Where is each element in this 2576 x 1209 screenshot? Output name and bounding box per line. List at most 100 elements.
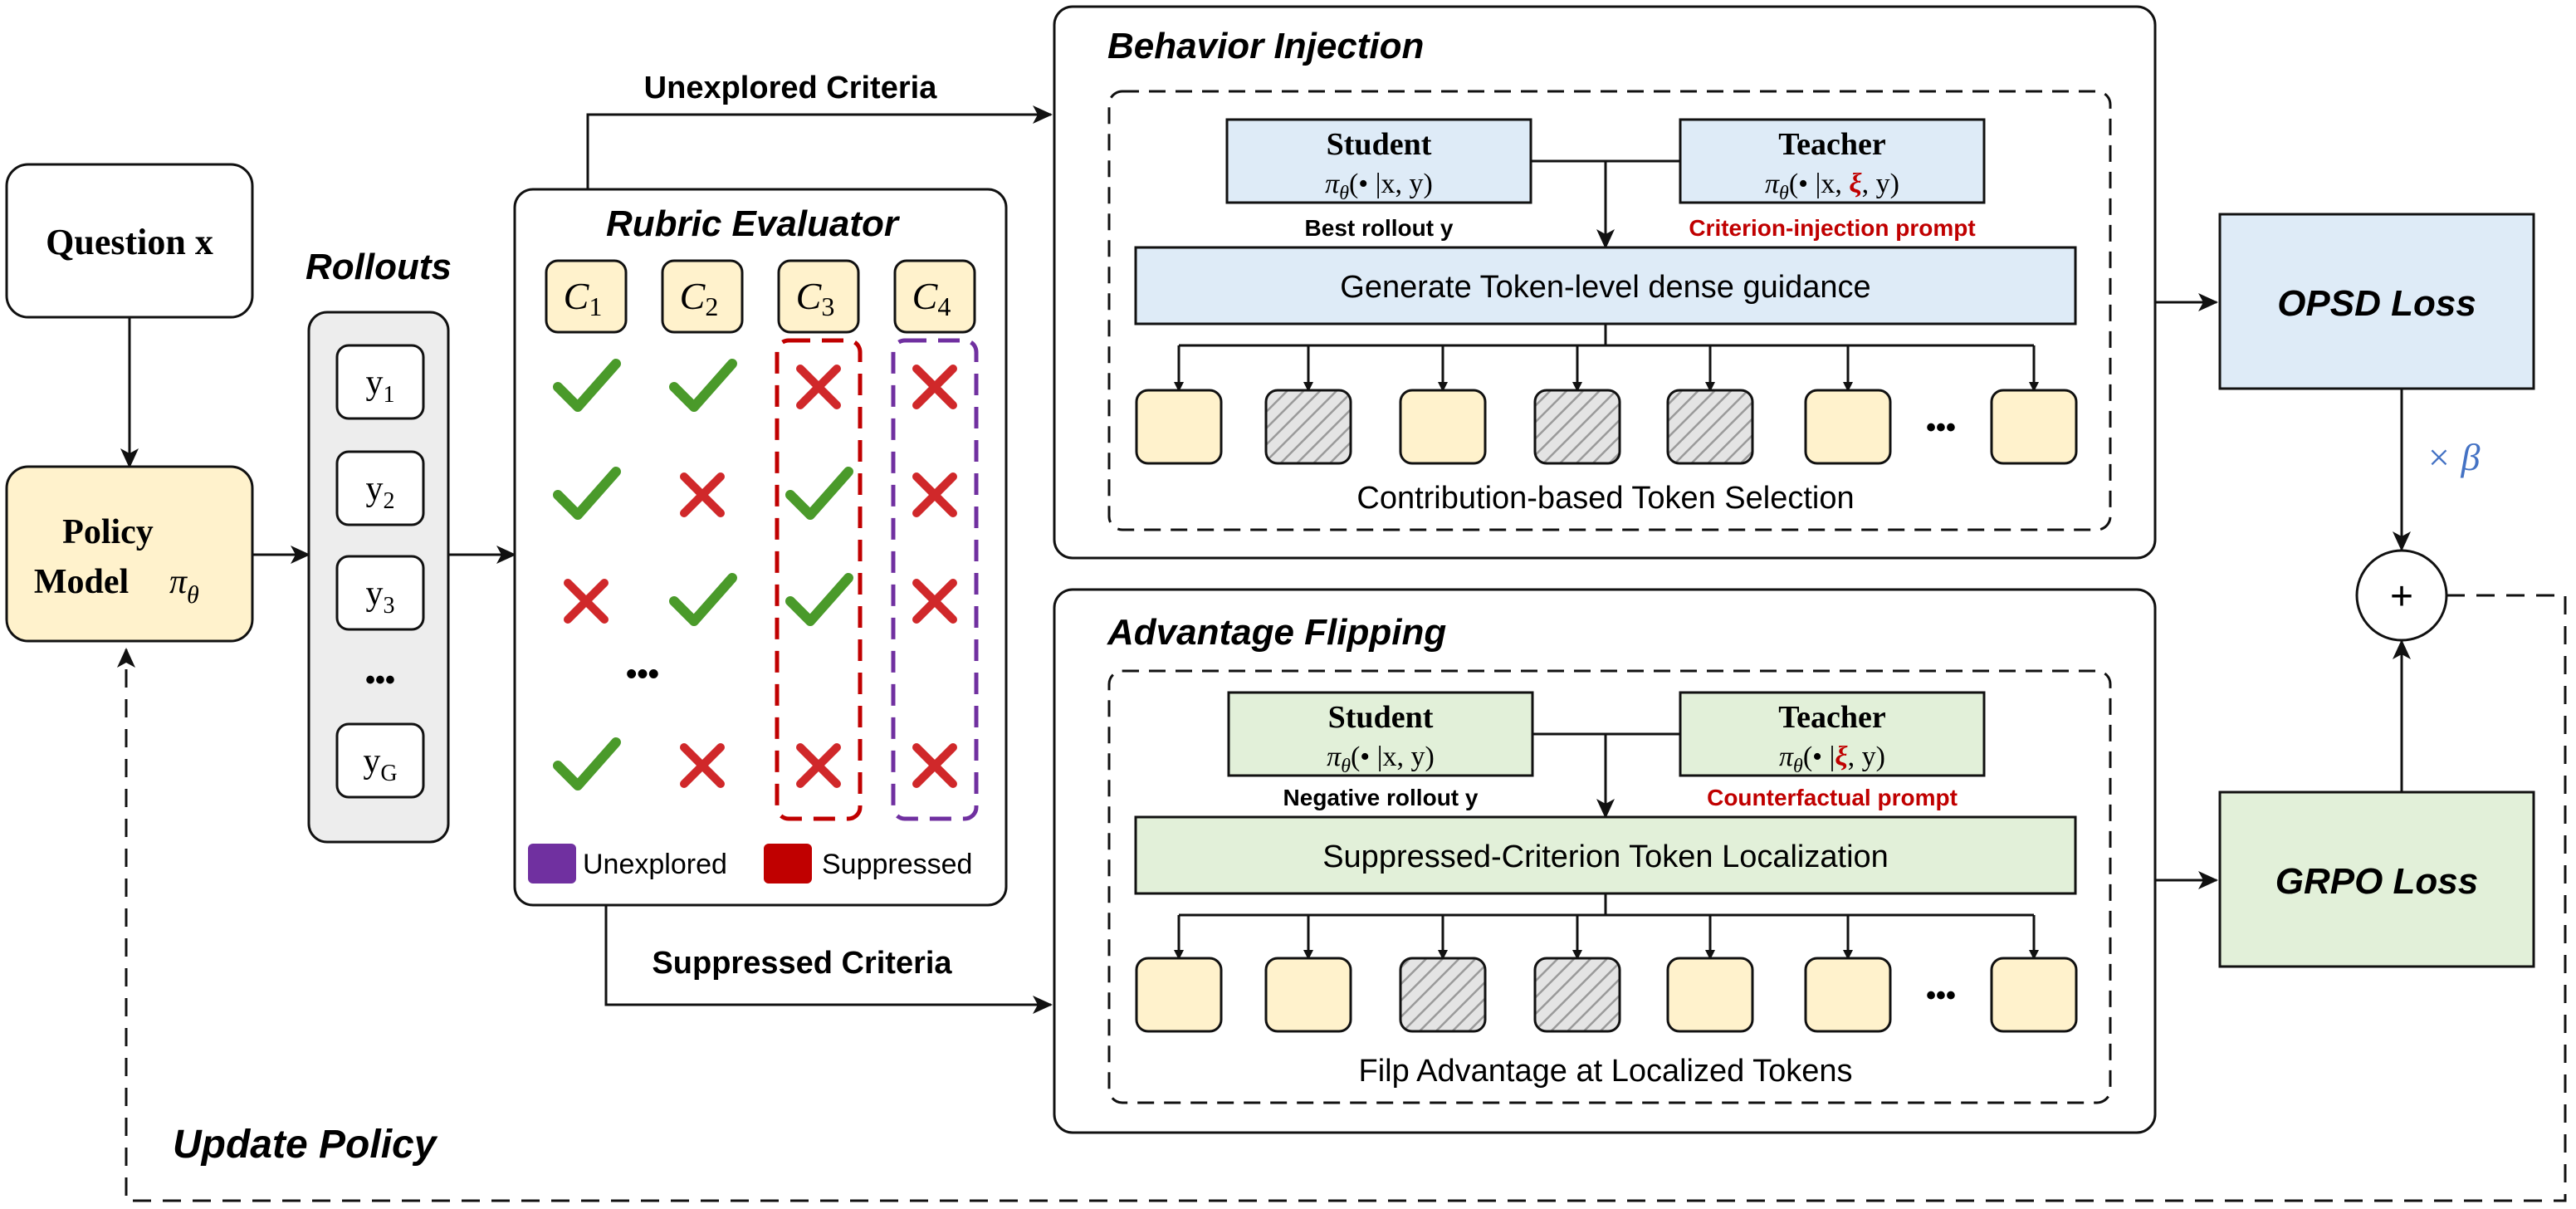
token-selected [1533,957,1621,1033]
rollout-item: y3 [335,555,425,631]
cross-mark-icon [912,743,957,788]
behavior-guidance-bar [1134,246,2077,326]
check-mark-icon [669,359,737,412]
token-selected [1399,957,1487,1033]
rollouts-ellipsis: ••• [365,664,395,696]
suppressed-column-highlight [775,338,863,821]
cross-mark-icon [912,365,957,409]
sum-node: + [2355,549,2448,642]
token [1399,389,1487,465]
check-mark-icon [553,467,621,520]
token [1990,389,2078,465]
cross-mark-icon [796,743,841,788]
legend-unexplored-label: Unexplored [583,849,727,880]
token-ellipsis: ••• [1926,980,1956,1011]
behavior-student-title: Student [1327,127,1432,162]
question-label: Question x [46,222,213,262]
update-policy-label: Update Policy [173,1123,438,1167]
suppressed-criteria-arrow [604,905,1053,1014]
token-selected [1533,389,1621,465]
rubric-evaluator-panel: Rubric Evaluator C1 C2 C3 C4 ••• Unexplored… [513,188,1008,907]
advantage-inner-box [1107,669,2112,1104]
token [1804,957,1892,1033]
beta-weight-label: × β [2426,436,2481,478]
legend-suppressed-swatch [764,844,812,884]
token-selected [1264,389,1352,465]
behavior-teacher-box: Teacher πθ(• |x, ξ, y) [1679,118,1986,204]
token-ellipsis: ••• [1926,412,1956,443]
behavior-footer: Contribution-based Token Selection [1356,481,1854,516]
rollout-label: y1 [366,364,395,408]
unexplored-criteria-label: Unexplored Criteria [644,71,938,105]
advantage-teacher-formula: πθ(• |ξ, y) [1779,742,1885,777]
advantage-localization-bar [1134,815,2077,895]
suppressed-criteria-label: Suppressed Criteria [652,946,952,981]
behavior-teacher-formula: πθ(• |x, ξ, y) [1765,169,1899,204]
rollout-item: y2 [335,450,425,526]
legend-suppressed-label: Suppressed [822,849,972,880]
cross-mark-icon [912,579,957,624]
criterion-3: C3 [777,259,860,334]
behavior-teacher-title: Teacher [1778,127,1886,162]
rubric-title: Rubric Evaluator [606,203,901,244]
grpo-loss-label: GRPO Loss [2275,861,2479,902]
check-mark-icon [553,359,621,412]
token [1135,957,1223,1033]
cross-mark-icon [564,579,609,624]
rollouts-panel: y1 y2 y3 yG ••• [307,311,450,844]
criterion-label: C1 [564,275,603,321]
policy-label-line1: Policy [62,513,154,551]
check-mark-icon [785,467,853,520]
behavior-student-formula: πθ(• |x, y) [1325,169,1433,204]
behavior-student-box: Student πθ(• |x, y) [1225,118,1532,204]
token [1264,957,1352,1033]
check-mark-icon [553,737,621,790]
advantage-teacher-box: Teacher πθ(• |ξ, y) [1679,691,1986,777]
update-policy-loop [117,594,2567,1202]
token [1990,957,2078,1033]
behavior-teacher-caption: Criterion-injection prompt [1689,215,1975,241]
advantage-title: Advantage Flipping [1107,612,1446,653]
unexplored-column-highlight [891,338,979,821]
rubric-ellipsis: ••• [626,657,659,692]
rollout-label: y2 [366,470,395,514]
rollout-item: yG [335,722,425,799]
advantage-localization-label: Suppressed-Criterion Token Localization [1322,839,1889,874]
plus-symbol: + [2390,575,2413,619]
behavior-inner-box [1107,90,2112,531]
criterion-1: C1 [545,259,628,334]
criterion-4: C4 [893,259,976,334]
grpo-loss-node: GRPO Loss [2218,790,2535,968]
criterion-label: C4 [912,275,951,321]
rollout-item: y1 [335,344,425,420]
rollout-label: y3 [366,575,395,619]
rollout-label: yG [363,742,397,786]
policy-model-node: Policy Model πθ [5,465,254,643]
cross-mark-icon [680,743,725,788]
criterion-label: C3 [796,275,835,321]
token [1135,389,1223,465]
criterion-2: C2 [661,259,744,334]
behavior-student-caption: Best rollout y [1305,215,1454,241]
cross-mark-icon [796,365,841,409]
legend-unexplored-swatch [528,844,576,884]
check-mark-icon [785,573,853,626]
behavior-injection-panel: Behavior Injection Student πθ(• |x, y) B… [1053,5,2157,560]
token [1666,957,1754,1033]
behavior-title: Behavior Injection [1107,26,1424,66]
advantage-footer: Filp Advantage at Localized Tokens [1358,1054,1852,1089]
opsd-loss-label: OPSD Loss [2277,283,2476,324]
rollouts-title: Rollouts [306,247,452,287]
advantage-student-title: Student [1328,700,1434,735]
policy-pi-symbol: πθ [169,563,199,609]
cross-mark-icon [680,472,725,517]
rubric-legend: Unexplored Suppressed [528,844,972,884]
unexplored-criteria-arrow [586,105,1053,189]
policy-label-line2: Model [34,563,129,601]
question-node: Question x [5,163,254,319]
opsd-loss-node: OPSD Loss [2218,213,2535,390]
cross-mark-icon [912,472,957,517]
advantage-teacher-caption: Counterfactual prompt [1707,785,1958,810]
advantage-student-caption: Negative rollout y [1283,785,1479,810]
